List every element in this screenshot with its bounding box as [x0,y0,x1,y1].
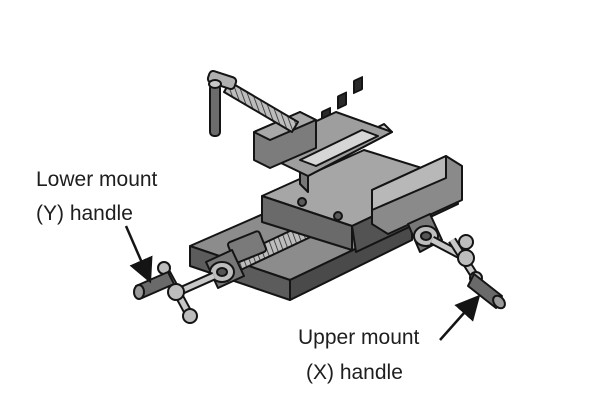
lower-handle-arrow [124,225,153,284]
vise-body [253,111,463,235]
upper-handle-label-line1: Upper mount [298,326,420,349]
upper-handle-assembly [407,213,506,310]
lower-handle-assembly [133,249,245,324]
label-arrows [124,225,481,341]
vise-screw-handle [206,70,299,137]
upper-handle-arrow [439,294,481,341]
vise-illustration [133,70,506,324]
lower-handle-label-line2: (Y) handle [36,202,133,225]
upper-handle-label-line2: (X) handle [306,361,403,384]
lower-handle-label-line1: Lower mount [36,168,158,191]
